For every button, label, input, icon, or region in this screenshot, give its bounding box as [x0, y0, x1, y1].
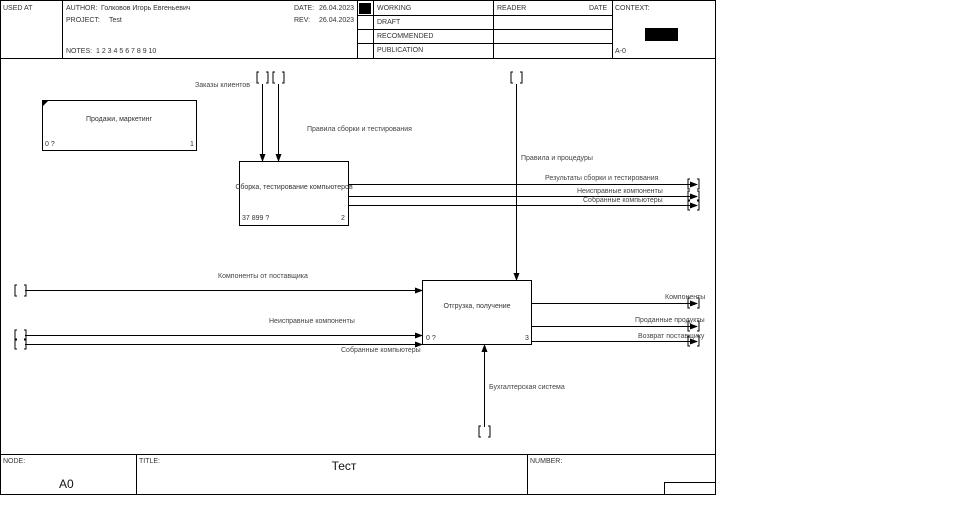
tunnel-bracket — [687, 199, 700, 211]
activity-box-1[interactable] — [42, 100, 197, 151]
tunnel-bracket — [510, 71, 523, 84]
tunnel-bracket — [687, 178, 700, 190]
activity-box-2[interactable] — [239, 161, 349, 226]
reader-label: READER — [497, 5, 527, 12]
label-sold-products: Проданные продукты — [635, 317, 705, 324]
box-1-cost: 0 ? — [45, 141, 55, 148]
project-label: PROJECT: — [66, 17, 100, 24]
tunnel-bracket — [687, 335, 700, 347]
tunnel-bracket — [687, 320, 700, 332]
label-assembled-out: Собранные компьютеры — [583, 197, 663, 204]
tunnel-brackets — [14, 71, 700, 438]
box-corner-mark — [42, 100, 49, 107]
label-accounting: Бухгалтерская система — [489, 384, 565, 391]
author-label: AUTHOR: — [66, 5, 98, 12]
node-label: NODE: — [3, 458, 26, 465]
working-status-marker — [359, 3, 371, 14]
number-label: NUMBER: — [530, 458, 563, 465]
tunnel-bracket — [272, 71, 285, 84]
label-faulty-out: Неисправные компоненты — [577, 188, 663, 195]
tunnel-bracket — [256, 71, 269, 84]
box-3-number: 3 — [525, 335, 529, 342]
box-2-cost: 37 899 ? — [242, 215, 270, 222]
rev-label: REV: — [294, 17, 311, 24]
label-assembly-rules: Правила сборки и тестирования — [307, 126, 412, 133]
status-working[interactable]: WORKING — [377, 5, 412, 12]
label-rules-procedures: Правила и процедуры — [521, 155, 593, 162]
node-value: A0 — [59, 477, 74, 491]
status-draft[interactable]: DRAFT — [377, 19, 401, 26]
reader-date-label: DATE — [589, 5, 608, 12]
used-at-label: USED AT — [3, 5, 33, 12]
diagram-title: Тест — [331, 459, 357, 473]
box-1-number: 1 — [190, 141, 194, 148]
activity-box-3[interactable] — [422, 280, 532, 345]
tunnel-bracket — [14, 284, 27, 297]
label-assembled-in: Собранные компьютеры — [341, 347, 421, 354]
tunnel-bracket — [14, 339, 27, 350]
tunnel-bracket — [14, 329, 27, 340]
notes-label: NOTES: — [66, 48, 93, 55]
label-test-results: Результаты сборки и тестирования — [545, 175, 659, 182]
rev-value: 26.04.2023 — [319, 17, 355, 24]
context-node: A-0 — [615, 48, 626, 55]
context-label: CONTEXT: — [615, 5, 650, 12]
tunnel-bracket — [687, 297, 700, 309]
box-3-cost: 0 ? — [426, 335, 436, 342]
tunnel-bracket — [478, 425, 491, 438]
tunnel-bracket — [687, 190, 700, 202]
box-1-title: Продажи, маркетинг — [85, 116, 153, 123]
box-2-title: Сборка, тестирование компьютеров — [235, 184, 353, 191]
status-recommended[interactable]: RECOMMENDED — [377, 33, 434, 40]
box-2-number: 2 — [341, 215, 345, 222]
context-node-marker — [645, 28, 678, 41]
status-publication[interactable]: PUBLICATION — [377, 47, 424, 54]
author-value: Голковов Игорь Евгеньевич — [101, 5, 191, 12]
project-value: Test — [109, 17, 122, 24]
label-faulty-in: Неисправные компоненты — [269, 318, 355, 325]
notes-value: 1 2 3 4 5 6 7 8 9 10 — [96, 48, 157, 55]
label-customer-orders: Заказы клиентов — [195, 82, 250, 89]
label-return-supplier: Возврат поставщику — [638, 333, 705, 340]
label-supplier-components: Компоненты от поставщика — [218, 273, 308, 280]
date-label: DATE: — [294, 5, 315, 12]
box-3-title: Отгрузка, получение — [443, 303, 511, 310]
date-value: 26.04.2023 — [319, 5, 355, 12]
label-components-out: Компоненты — [665, 294, 706, 301]
title-label: TITLE: — [139, 458, 161, 465]
outer-frame — [0, 0, 716, 495]
